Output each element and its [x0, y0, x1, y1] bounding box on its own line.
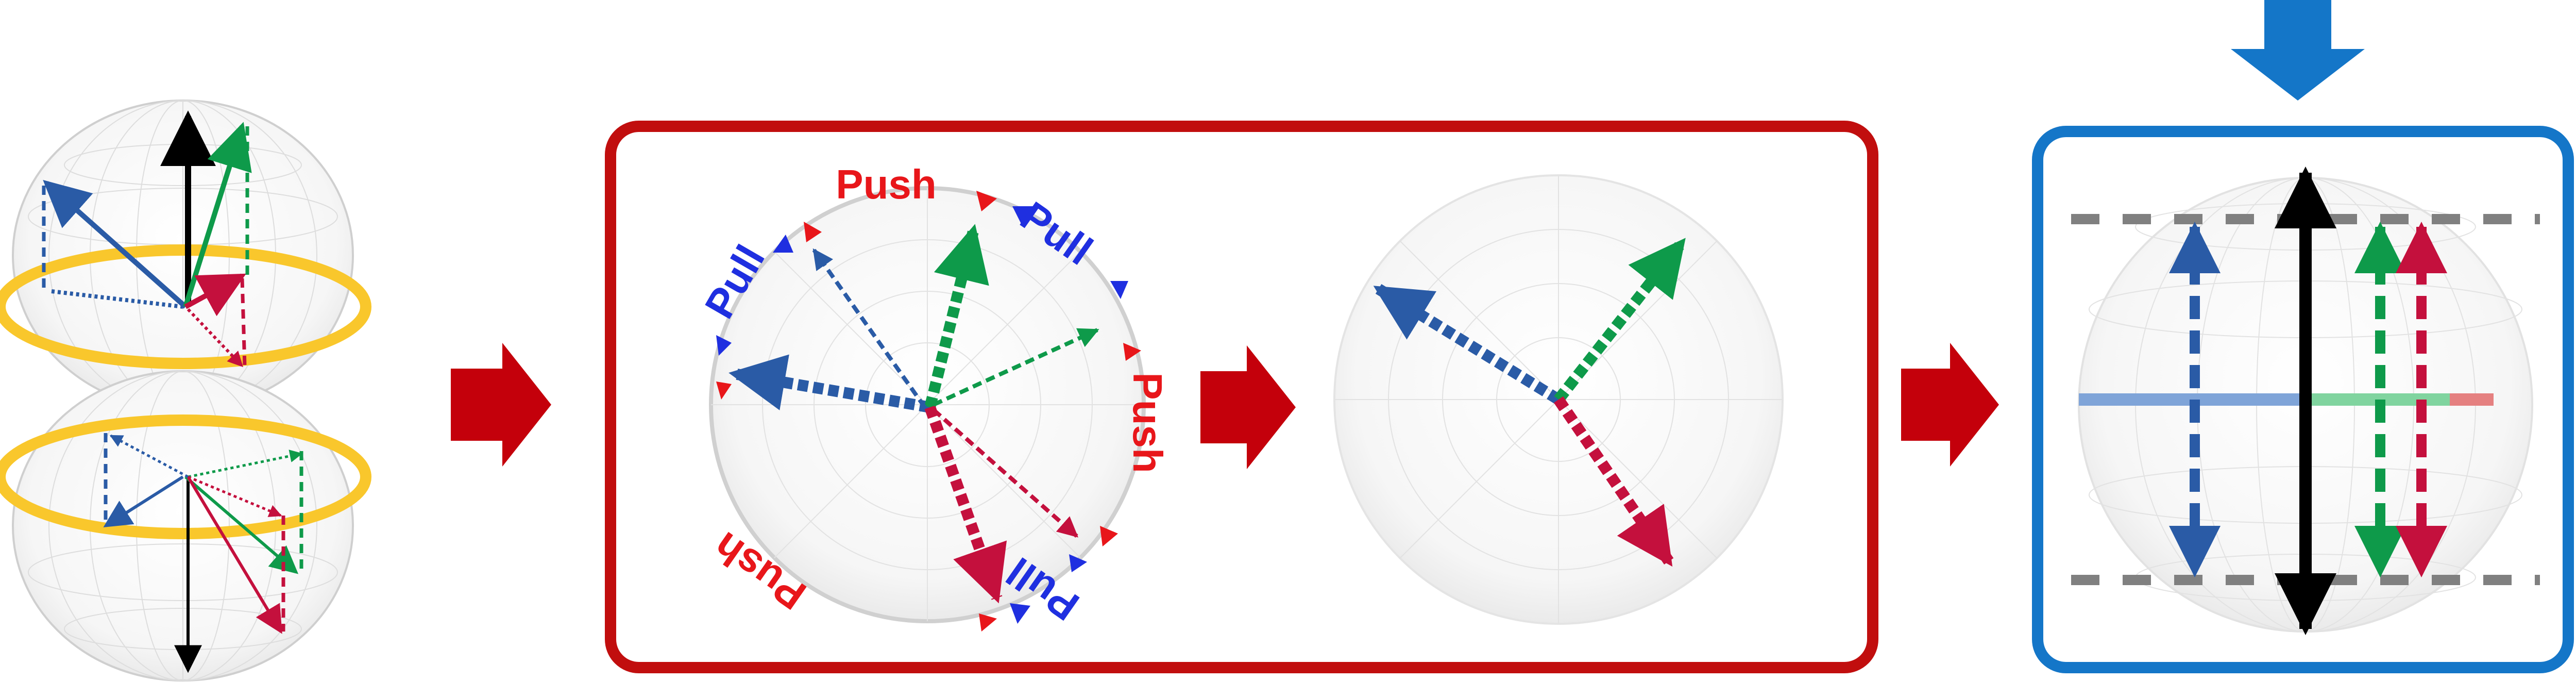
- upper-red-vector: [184, 273, 246, 317]
- lower-red-vector: [187, 476, 282, 634]
- pull-marker: [1069, 554, 1087, 572]
- result-disc: [1333, 174, 1784, 625]
- push-marker: [804, 222, 822, 242]
- stage-arrow-icon: [1901, 343, 1999, 467]
- result-green-vector: [1554, 238, 1687, 403]
- pull-marker: [1012, 206, 1036, 227]
- lower-blue-floor-projection: [109, 434, 189, 478]
- push-pull-disc: Push Pull Pull Push Push Pull: [696, 161, 1171, 632]
- red-vector-alt: [932, 408, 1079, 538]
- pull-marker: [1110, 281, 1128, 299]
- aligned-output-panel: [2032, 0, 2574, 673]
- push-marker: [1100, 526, 1118, 546]
- stage-arrow-icon: [451, 343, 551, 467]
- push-pull-panel: Push Pull Pull Push Push Pull: [605, 121, 1878, 673]
- green-vector-alt: [933, 328, 1099, 407]
- blue-vector-main: [728, 354, 931, 413]
- upper-blue-vector: [43, 180, 188, 309]
- upper-equator-ring: [0, 244, 371, 369]
- push-label-top: Push: [836, 161, 937, 207]
- push-pull-markers: [716, 191, 1141, 632]
- push-label-right: Push: [1125, 372, 1171, 473]
- lower-green-vector: [184, 475, 299, 574]
- down-arrow-icon: [2231, 0, 2365, 101]
- pull-marker: [1010, 603, 1030, 624]
- push-marker: [979, 613, 997, 632]
- push-marker: [976, 191, 997, 211]
- input-hemispheres-panel: [0, 99, 371, 682]
- upper-red-floor-projection: [187, 308, 244, 368]
- pull-marker: [716, 335, 732, 356]
- lower-green-floor-projection: [188, 450, 303, 478]
- lower-equator-ring: [0, 414, 371, 539]
- push-marker: [1123, 343, 1141, 361]
- upper-hemisphere: [0, 99, 371, 411]
- lower-hemisphere: [0, 370, 371, 682]
- pull-marker: [773, 235, 793, 253]
- lower-red-floor-projection: [188, 475, 282, 517]
- result-blue-vector: [1373, 284, 1562, 405]
- result-red-vector: [1553, 396, 1674, 567]
- push-marker: [716, 381, 732, 400]
- blue-vector-alt: [812, 248, 927, 409]
- lower-blue-vector: [103, 475, 184, 527]
- red-vector-main: [924, 405, 1007, 604]
- stage-arrow-icon: [1200, 345, 1296, 469]
